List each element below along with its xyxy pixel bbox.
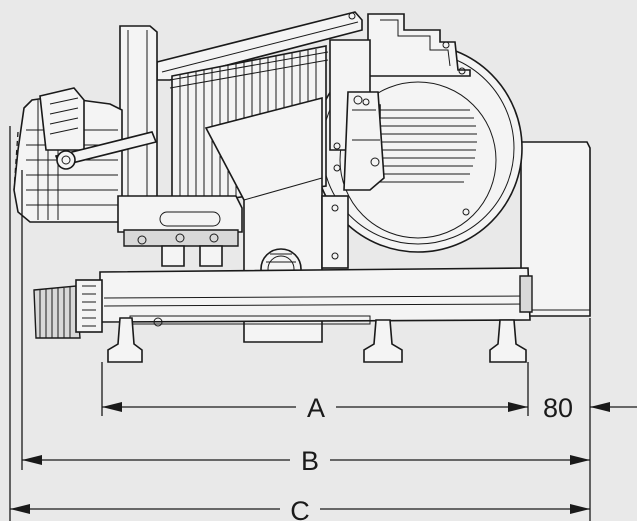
blade-cover: [367, 13, 471, 77]
dimension-c: C: [10, 496, 590, 521]
product-tray: [117, 195, 243, 267]
dimension-c-label: C: [290, 496, 310, 521]
sharpener: [329, 39, 385, 191]
base-body: [99, 267, 533, 325]
dimension-b-label: B: [301, 446, 319, 476]
thickness-knob: [33, 279, 103, 339]
meat-pusher: [13, 87, 158, 223]
dimension-b: B: [22, 446, 590, 476]
dimension-lines: A 80 B C: [9, 126, 637, 521]
carriage-plate: [119, 25, 158, 201]
dimension-offset-label: 80: [543, 393, 573, 423]
dimension-offset: 80: [543, 393, 637, 423]
dimension-a-label: A: [307, 393, 325, 423]
meat-slicer: [13, 11, 591, 363]
feet: [107, 317, 527, 363]
dimension-a: A: [102, 393, 528, 423]
